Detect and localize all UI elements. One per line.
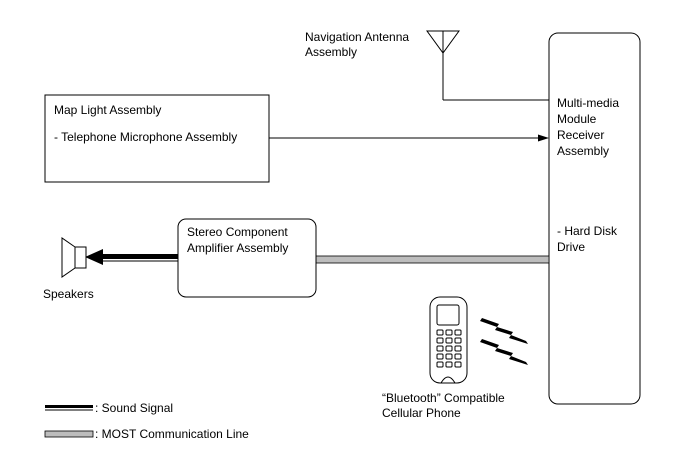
receiver-label-line2: Module <box>557 112 597 126</box>
receiver-box <box>548 32 641 405</box>
receiver-sub-line1: - Hard Disk <box>557 224 618 238</box>
receiver-label-line4: Assembly <box>557 144 610 158</box>
legend-most-line-label: : MOST Communication Line <box>95 427 249 441</box>
amplifier-label-line2: Amplifier Assembly <box>187 241 289 255</box>
receiver-sub-line2: Drive <box>557 240 586 254</box>
map-light-box <box>44 94 270 183</box>
map-light-sub-item: - Telephone Microphone Assembly <box>54 130 238 144</box>
legend-sound-signal-swatch <box>45 405 93 411</box>
wireless-signal-icon <box>480 318 528 365</box>
microphone-arrowhead <box>538 134 549 142</box>
receiver-label-line1: Multi-media <box>557 96 620 110</box>
sound-signal-line <box>85 249 178 265</box>
amplifier-label-line1: Stereo Component <box>187 225 288 239</box>
antenna-label-line1: Navigation Antenna <box>305 30 410 44</box>
phone-label-line1: “Bluetooth” Compatible <box>382 391 505 405</box>
legend-most-line-swatch <box>44 430 94 438</box>
map-light-title: Map Light Assembly <box>54 103 162 117</box>
speaker-icon <box>61 237 87 278</box>
antenna-label-line2: Assembly <box>305 45 358 59</box>
phone-icon <box>429 296 468 384</box>
receiver-label-line3: Receiver <box>557 128 605 142</box>
antenna-icon <box>426 30 460 100</box>
speakers-label: Speakers <box>43 287 94 301</box>
most-line <box>315 255 550 264</box>
phone-label-line2: Cellular Phone <box>382 406 461 420</box>
legend-sound-signal-label: : Sound Signal <box>95 401 174 415</box>
